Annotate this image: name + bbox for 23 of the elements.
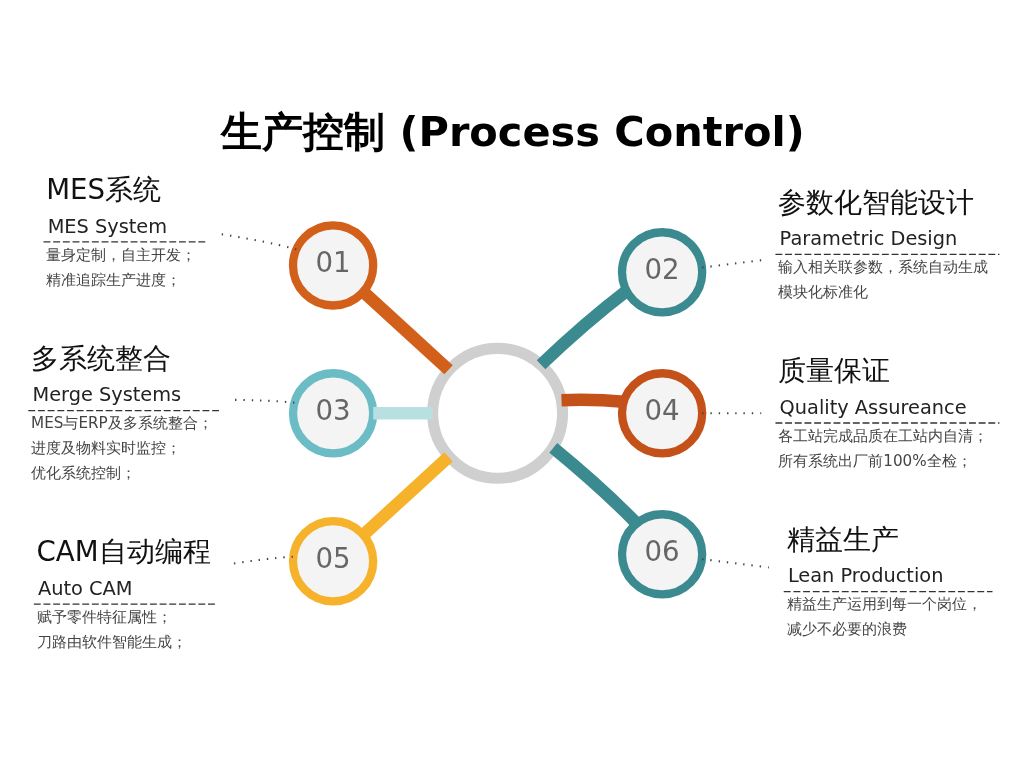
connector <box>359 287 453 375</box>
node-circle: 04 <box>617 369 707 458</box>
diagram-title: 生产控制 (Process Control) <box>221 107 805 156</box>
node-text: 参数化智能设计 Parametric Design 输入相关联参数，系统自动生成 模块化标准化 <box>778 185 989 301</box>
node-circle: 03 <box>288 369 378 458</box>
connector <box>233 398 295 404</box>
node-text: CAM自动编程 Auto CAM 赋予零件特征属性； 刀路由软件智能生成； <box>36 535 211 651</box>
node-circle: 01 <box>288 221 378 310</box>
node-circle <box>427 342 569 484</box>
connector <box>702 259 762 269</box>
connector <box>373 407 433 420</box>
node-circle: 05 <box>288 517 378 606</box>
node-text: MES系统 MES System 量身定制，自主开发； 精准追踪生产进度； <box>46 173 197 289</box>
connector <box>702 412 762 415</box>
node-circle: 06 <box>617 510 707 599</box>
node-text: 精益生产 Lean Production 精益生产运用到每一个岗位， 减少不必要的浪费 <box>786 522 982 639</box>
connector <box>549 443 642 528</box>
node-circle: 02 <box>617 228 707 317</box>
node-text: 质量保证 Quality Assureance 各工站完成品质在工站内自清； 所有系统出厂前100%全检； <box>778 354 989 470</box>
connector <box>359 452 453 540</box>
connector <box>702 558 769 569</box>
node-text: 多系统整合 Merge Systems MES与ERP及多系统整合； 进度及物料实时监控； 优化系统控制； <box>31 341 213 483</box>
connector <box>561 393 625 408</box>
